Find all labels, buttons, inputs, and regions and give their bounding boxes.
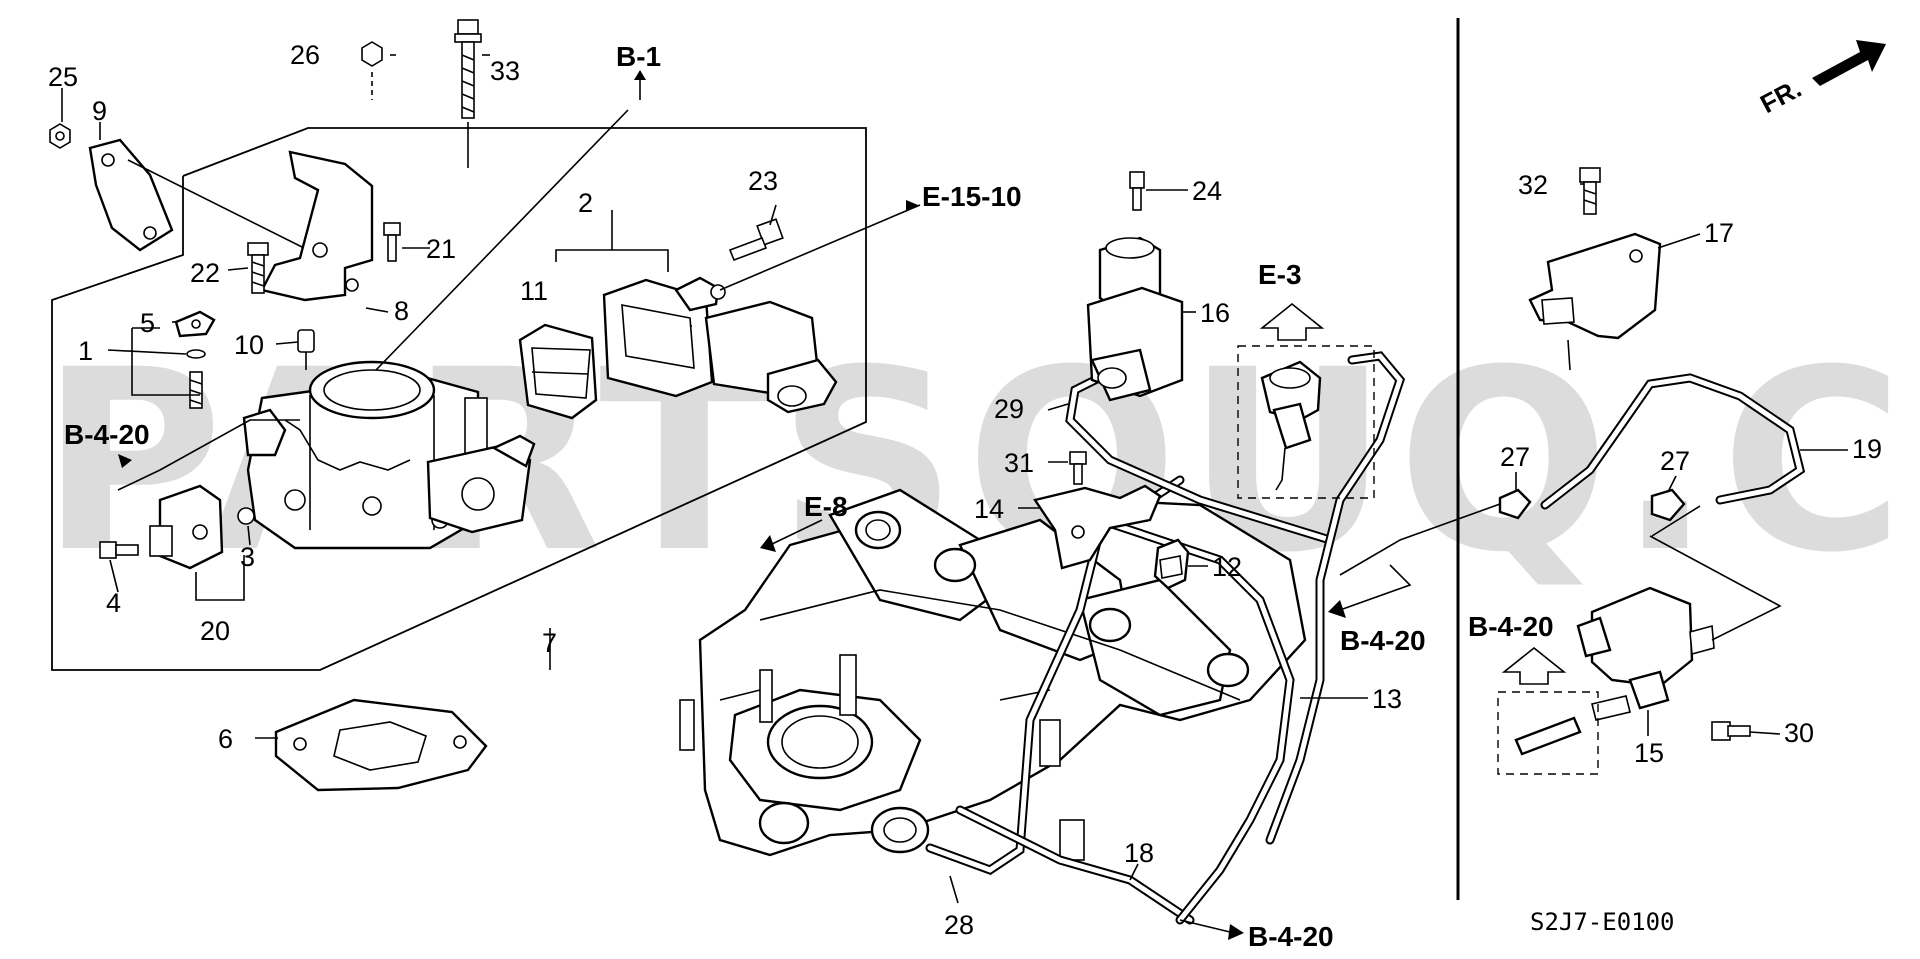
seal-5 [174, 310, 216, 338]
gasket-6 [274, 698, 488, 792]
callout-28: 28 [944, 910, 974, 940]
callout-2: 2 [578, 188, 593, 218]
ref-b4-20-center[interactable]: B-4-20 [1340, 625, 1426, 656]
bracket-9 [88, 138, 174, 252]
callout-29: 29 [994, 394, 1024, 424]
callout-12: 12 [1212, 552, 1242, 582]
callout-27-left: 27 [1500, 442, 1530, 472]
callout-5: 5 [140, 308, 155, 338]
bolt-33 [454, 19, 482, 168]
nut-26 [361, 41, 383, 100]
bracket-14 [1033, 484, 1162, 570]
callout-30: 30 [1784, 718, 1814, 748]
ref-e3[interactable]: E-3 [1258, 259, 1302, 290]
o-ring-1 [186, 349, 206, 359]
solenoid-valve-15 [1576, 586, 1715, 721]
hose-clip-27-left [1498, 488, 1532, 520]
callout-31: 31 [1004, 448, 1034, 478]
collar-10 [297, 329, 315, 370]
b4-20-up-arrow [1501, 646, 1567, 685]
bracket-8 [260, 150, 374, 302]
callout-16: 16 [1200, 298, 1230, 328]
idle-air-control-valve-2 [602, 276, 838, 414]
callout-24: 24 [1192, 176, 1222, 206]
callout-27-right: 27 [1660, 446, 1690, 476]
assembly-frame [51, 127, 867, 671]
ref-b4-20-left[interactable]: B-4-20 [64, 419, 150, 450]
egr-valve [1260, 360, 1322, 491]
ref-e8[interactable]: E-8 [804, 491, 848, 522]
screw-4 [99, 541, 139, 559]
gasket-11 [518, 323, 598, 420]
bolt-32 [1579, 167, 1601, 215]
sensor-probe [189, 371, 203, 409]
intake-manifold [679, 488, 1307, 861]
callout-10: 10 [234, 330, 264, 360]
callout-22: 22 [190, 258, 220, 288]
callout-15: 15 [1634, 738, 1664, 768]
hose-piece [1514, 716, 1582, 756]
bolt-24 [1129, 171, 1145, 211]
b4-20-inset-frame [1497, 691, 1599, 775]
callout-14: 14 [974, 494, 1004, 524]
nut-25 [49, 123, 71, 149]
solenoid-valve-16 [1086, 236, 1184, 402]
callout-17: 17 [1704, 218, 1734, 248]
callout-11: 11 [520, 276, 548, 306]
callout-21: 21 [426, 234, 456, 264]
throttle-body [242, 360, 536, 550]
bolt-31 [1069, 451, 1087, 485]
callout-20: 20 [200, 616, 230, 646]
callout-8: 8 [394, 296, 409, 326]
callout-13: 13 [1372, 684, 1402, 714]
b4-20-arrow-icon [1328, 600, 1346, 618]
callout-6: 6 [218, 724, 233, 754]
clip-12 [1153, 538, 1190, 590]
bolt-30 [1711, 721, 1751, 741]
front-arrow-icon: FR. [1755, 40, 1886, 119]
sensor-20 [149, 484, 224, 570]
callout-19: 19 [1852, 434, 1882, 464]
bolt-21 [383, 222, 401, 262]
callout-32: 32 [1518, 170, 1548, 200]
e3-inset-frame [1237, 345, 1375, 499]
ref-b4-20-bottom[interactable]: B-4-20 [1248, 921, 1334, 952]
callout-25: 25 [48, 62, 78, 92]
callout-9: 9 [92, 96, 107, 126]
bolt-22 [247, 242, 269, 294]
svg-text:FR.: FR. [1755, 73, 1806, 119]
bolt-23 [728, 218, 784, 262]
ref-b1[interactable]: B-1 [616, 41, 661, 72]
callout-7: 7 [542, 628, 557, 658]
ref-e15-10[interactable]: E-15-10 [922, 181, 1022, 212]
o-ring-3 [237, 507, 255, 525]
callout-33: 33 [490, 56, 520, 86]
e3-up-arrow [1259, 302, 1325, 341]
diagram-code: S2J7-E0100 [1530, 908, 1675, 936]
callout-1: 1 [78, 336, 93, 366]
callout-3: 3 [240, 542, 255, 572]
callout-23: 23 [748, 166, 778, 196]
callout-4: 4 [106, 588, 121, 618]
ref-b4-20-right[interactable]: B-4-20 [1468, 611, 1554, 642]
callout-26: 26 [290, 40, 320, 70]
bracket-17 [1528, 232, 1662, 371]
callout-18: 18 [1124, 838, 1154, 868]
